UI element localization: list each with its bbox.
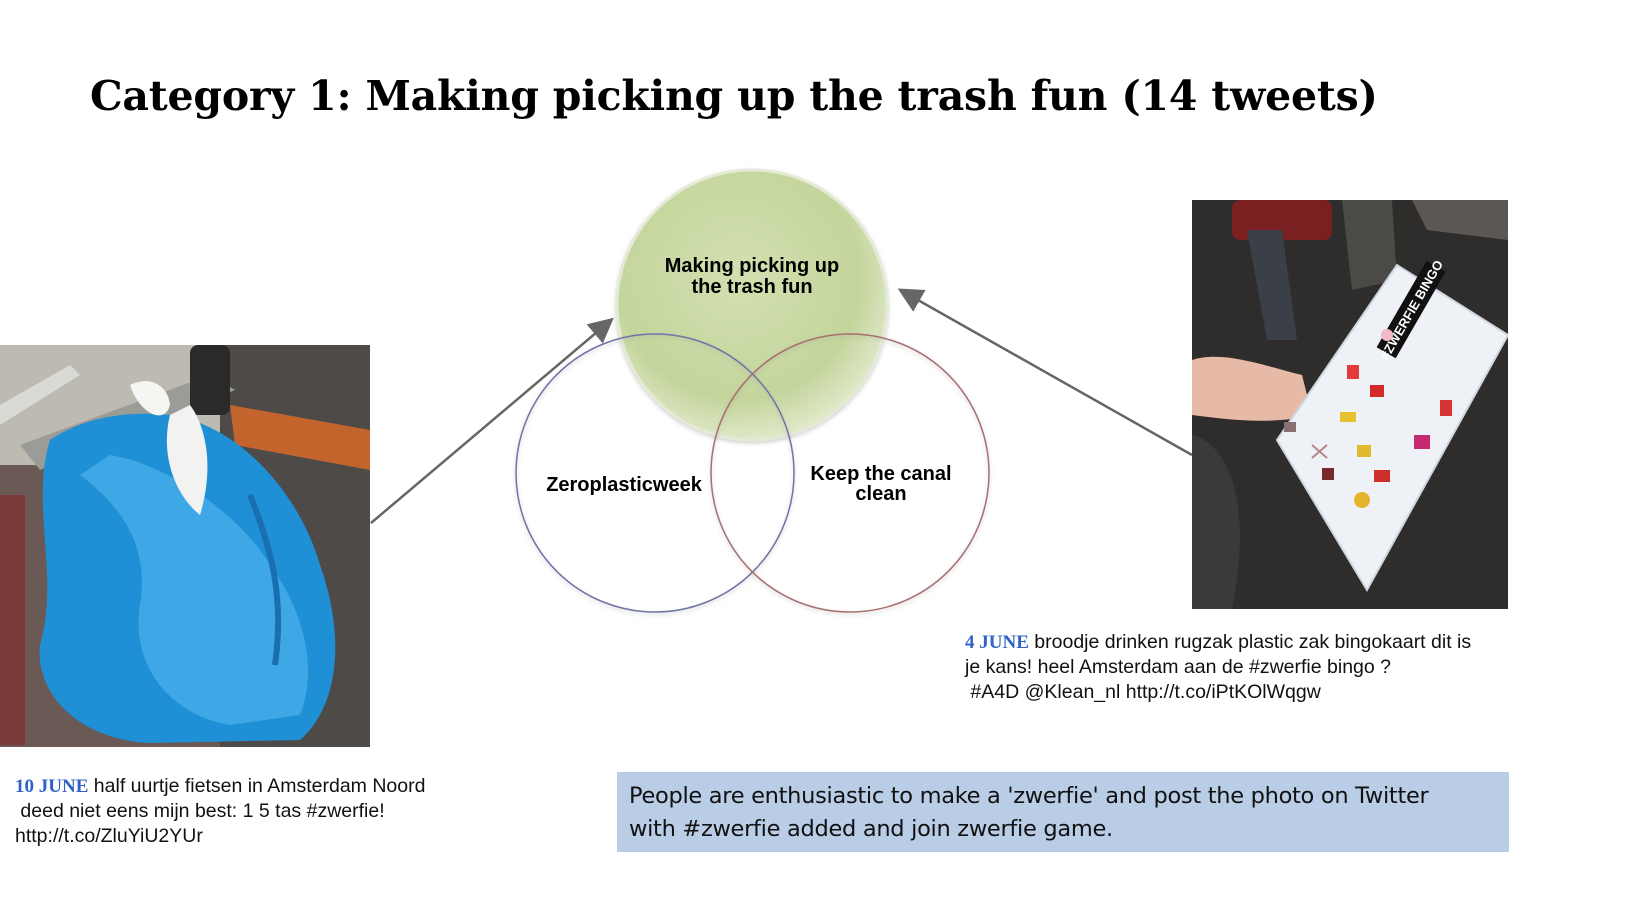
slide-title: Category 1: Making picking up the trash … [90,72,1378,120]
tweet-right-line3: #A4D @Klean_nl http://t.co/iPtKOlWqgw [965,681,1321,703]
bingo-card-photo: #ZWERFIE BINGO [1192,200,1508,609]
venn-circle-top [615,168,889,442]
venn-right-label-line2: clean [855,483,906,505]
venn-top-label-line1: Making picking up [665,255,839,277]
bingo-icons [1284,329,1452,508]
summary-line2: with #zwerfie added and join zwerfie gam… [629,816,1113,842]
tweet-left-line3: http://t.co/ZluYiU2YUr [15,825,203,847]
venn-circle-left [515,333,795,613]
tweet-right-line2: je kans! heel Amsterdam aan de #zwerfie … [965,656,1392,678]
tweet-right-date: 4 JUNE [965,632,1029,653]
venn-right-label-line1: Keep the canal [810,463,951,485]
arrow-left [370,317,614,524]
tweet-right-text1: broodje drinken rugzak plastic zak bingo… [1034,631,1472,653]
venn-top-label-line2: the trash fun [691,276,812,298]
tweet-left-line2: deed niet eens mijn best: 1 5 tas #zwerf… [15,800,385,822]
summary-box: People are enthusiastic to make a 'zwerf… [617,772,1509,852]
tweet-caption-right: 4 JUNE broodje drinken rugzak plastic za… [965,630,1471,705]
tweet-caption-left: 10 JUNE half uurtje fietsen in Amsterdam… [15,774,425,849]
venn-left-label: Zeroplasticweek [546,474,703,496]
summary-line1: People are enthusiastic to make a 'zwerf… [629,783,1429,809]
arrow-right [897,288,1193,457]
tweet-right-line1: 4 JUNE broodje drinken rugzak plastic za… [965,630,1471,655]
venn-circle-right [710,333,990,613]
tweet-left-date: 10 JUNE [15,776,89,797]
bicycle-bag-photo [0,345,370,747]
tweet-left-line1: 10 JUNE half uurtje fietsen in Amsterdam… [15,774,425,799]
tweet-left-text1: half uurtje fietsen in Amsterdam Noord [93,775,426,797]
